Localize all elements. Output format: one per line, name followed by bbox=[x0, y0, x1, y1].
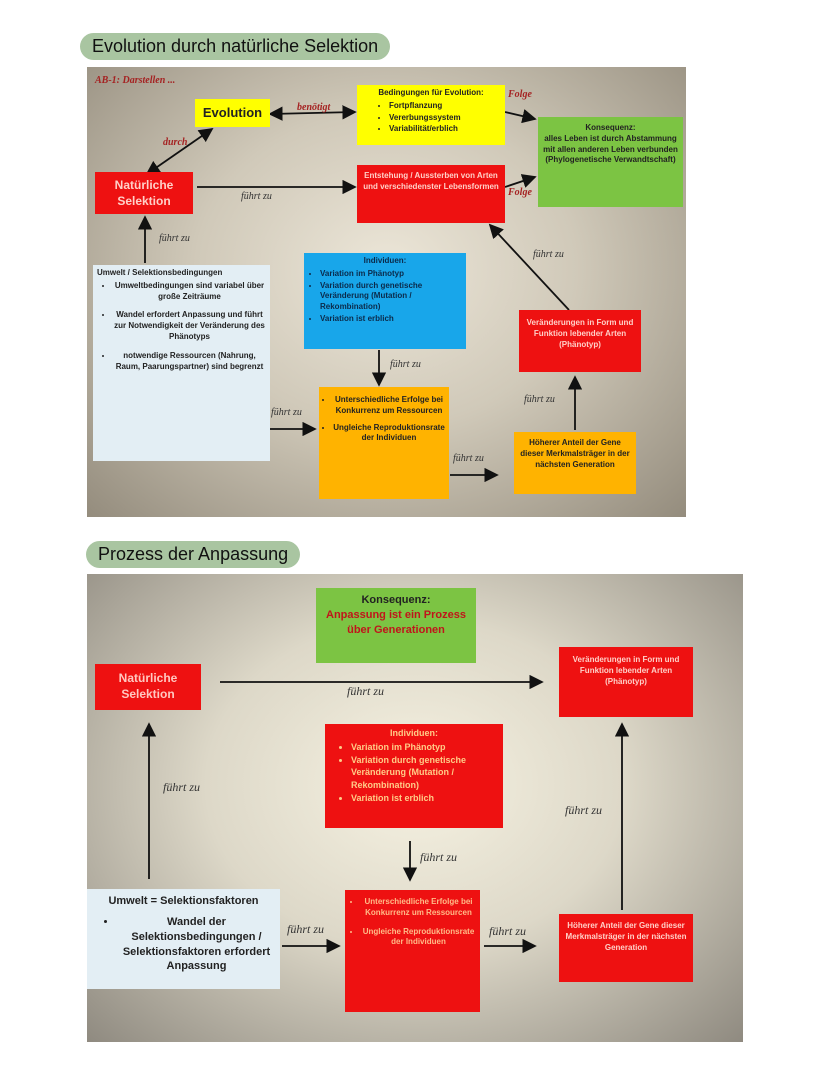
erfolge-item: Unterschiedliche Erfolge bei Konkurrenz … bbox=[333, 395, 445, 417]
konsequenz-box-2: Konsequenz: Anpassung ist ein Prozess üb… bbox=[316, 588, 476, 663]
erfolge-box-2: Unterschiedliche Erfolge bei Konkurrenz … bbox=[345, 890, 480, 1012]
arrows-layer-1 bbox=[137, 105, 583, 483]
label-benoetigt: benötigt bbox=[297, 102, 331, 113]
arrows-layer-2 bbox=[141, 674, 630, 954]
entstehung-box: Entstehung / Aussterben von Arten und ve… bbox=[357, 165, 505, 223]
erfolge-item: Ungleiche Reproduktionsrate der Individu… bbox=[333, 423, 445, 445]
label-fuehrt-zu: führt zu bbox=[533, 249, 564, 260]
umwelt-item: Umweltbedingungen sind variabel über gro… bbox=[113, 281, 266, 303]
konsequenz-box: Konsequenz: alles Leben ist durch Abstam… bbox=[538, 117, 683, 207]
umwelt-item: Wandel erfordert Anpassung und führt zur… bbox=[113, 310, 266, 342]
erfolge-item: Ungleiche Reproduktionsrate der Individu… bbox=[361, 927, 476, 949]
individuen-box-2: Individuen: Variation im Phänotyp Variat… bbox=[325, 724, 503, 828]
umwelt-item: Wandel der Selektionsbedingungen / Selek… bbox=[117, 915, 276, 974]
label-fuehrt-zu: führt zu bbox=[159, 233, 190, 244]
bedingungen-item: Vererbungssystem bbox=[389, 113, 501, 124]
label-fuehrt-zu: führt zu bbox=[271, 407, 302, 418]
konsequenz-text: alles Leben ist durch Abstammung mit all… bbox=[543, 133, 678, 165]
evolution-box: Evolution bbox=[195, 99, 270, 127]
label-fuehrt-zu: führt zu bbox=[453, 453, 484, 464]
individuen-item: Variation im Phänotyp bbox=[320, 269, 462, 280]
corner-label: AB-1: Darstellen ... bbox=[95, 75, 176, 86]
label-folge-2: Folge bbox=[508, 187, 532, 198]
konsequenz-heading: Konsequenz: bbox=[585, 123, 636, 132]
umwelt-item: notwendige Ressourcen (Nahrung, Raum, Pa… bbox=[113, 351, 266, 373]
umwelt-heading: Umwelt = Selektionsfaktoren bbox=[108, 895, 259, 907]
individuen-heading: Individuen: bbox=[390, 728, 438, 738]
arrow-benoetigt bbox=[268, 105, 357, 121]
arrow-folge1 bbox=[504, 109, 537, 124]
diagram-anpassung: Konsequenz: Anpassung ist ein Prozess üb… bbox=[87, 574, 743, 1042]
veraenderungen-box-2: Veränderungen in Form und Funktion leben… bbox=[559, 647, 693, 717]
diagram-evolution: AB-1: Darstellen ... Evolution Natürlich… bbox=[87, 67, 686, 517]
anteil-box-2: Höherer Anteil der Gene dieser Merkmalst… bbox=[559, 914, 693, 982]
label-fuehrt-zu: führt zu bbox=[163, 780, 201, 794]
erfolge-item: Unterschiedliche Erfolge bei Konkurrenz … bbox=[361, 897, 476, 919]
konsequenz-heading: Konsequenz: bbox=[361, 594, 431, 606]
label-fuehrt-zu: führt zu bbox=[524, 394, 555, 405]
individuen-box: Individuen: Variation im Phänotyp Variat… bbox=[304, 253, 466, 349]
erfolge-box: Unterschiedliche Erfolge bei Konkurrenz … bbox=[319, 387, 449, 499]
umwelt-box: Umwelt / Selektionsbedingungen Umweltbed… bbox=[93, 265, 270, 461]
arrow-durch bbox=[145, 127, 214, 176]
selektion-box-2: Natürliche Selektion bbox=[95, 664, 201, 710]
konsequenz-text: Anpassung ist ein Prozess über Generatio… bbox=[326, 608, 466, 636]
bedingungen-item: Variabilität/erblich bbox=[389, 124, 501, 135]
umwelt-box-2: Umwelt = Selektionsfaktoren Wandel der S… bbox=[87, 889, 280, 989]
label-fuehrt-zu: führt zu bbox=[420, 850, 458, 864]
label-fuehrt-zu: führt zu bbox=[241, 191, 272, 202]
veraenderungen-box: Veränderungen in Form und Funktion leben… bbox=[519, 310, 641, 372]
bedingungen-box: Bedingungen für Evolution: Fortpflanzung… bbox=[357, 85, 505, 145]
arrow-folge2 bbox=[504, 174, 537, 188]
individuen-item: Variation durch genetische Veränderung (… bbox=[320, 281, 462, 313]
label-folge-1: Folge bbox=[508, 89, 532, 100]
individuen-item: Variation ist erblich bbox=[351, 792, 499, 804]
label-durch: durch bbox=[163, 137, 188, 148]
individuen-heading: Individuen: bbox=[363, 256, 407, 265]
label-fuehrt-zu: führt zu bbox=[565, 803, 603, 817]
individuen-item: Variation durch genetische Veränderung (… bbox=[351, 754, 499, 790]
individuen-item: Variation ist erblich bbox=[320, 314, 462, 325]
label-fuehrt-zu: führt zu bbox=[287, 922, 325, 936]
bedingungen-item: Fortpflanzung bbox=[389, 101, 501, 112]
label-fuehrt-zu: führt zu bbox=[347, 684, 385, 698]
section1-title: Evolution durch natürliche Selektion bbox=[80, 33, 391, 60]
label-fuehrt-zu: führt zu bbox=[489, 924, 527, 938]
section2-title: Prozess der Anpassung bbox=[86, 541, 301, 568]
umwelt-heading: Umwelt / Selektionsbedingungen bbox=[97, 268, 223, 277]
arrow-veraenderungen-entstehung bbox=[488, 223, 570, 311]
selektion-box: Natürliche Selektion bbox=[95, 172, 193, 214]
anteil-box: Höherer Anteil der Gene dieser Merkmalst… bbox=[514, 432, 636, 494]
bedingungen-heading: Bedingungen für Evolution: bbox=[378, 88, 484, 97]
individuen-item: Variation im Phänotyp bbox=[351, 741, 499, 753]
label-fuehrt-zu: führt zu bbox=[390, 359, 421, 370]
